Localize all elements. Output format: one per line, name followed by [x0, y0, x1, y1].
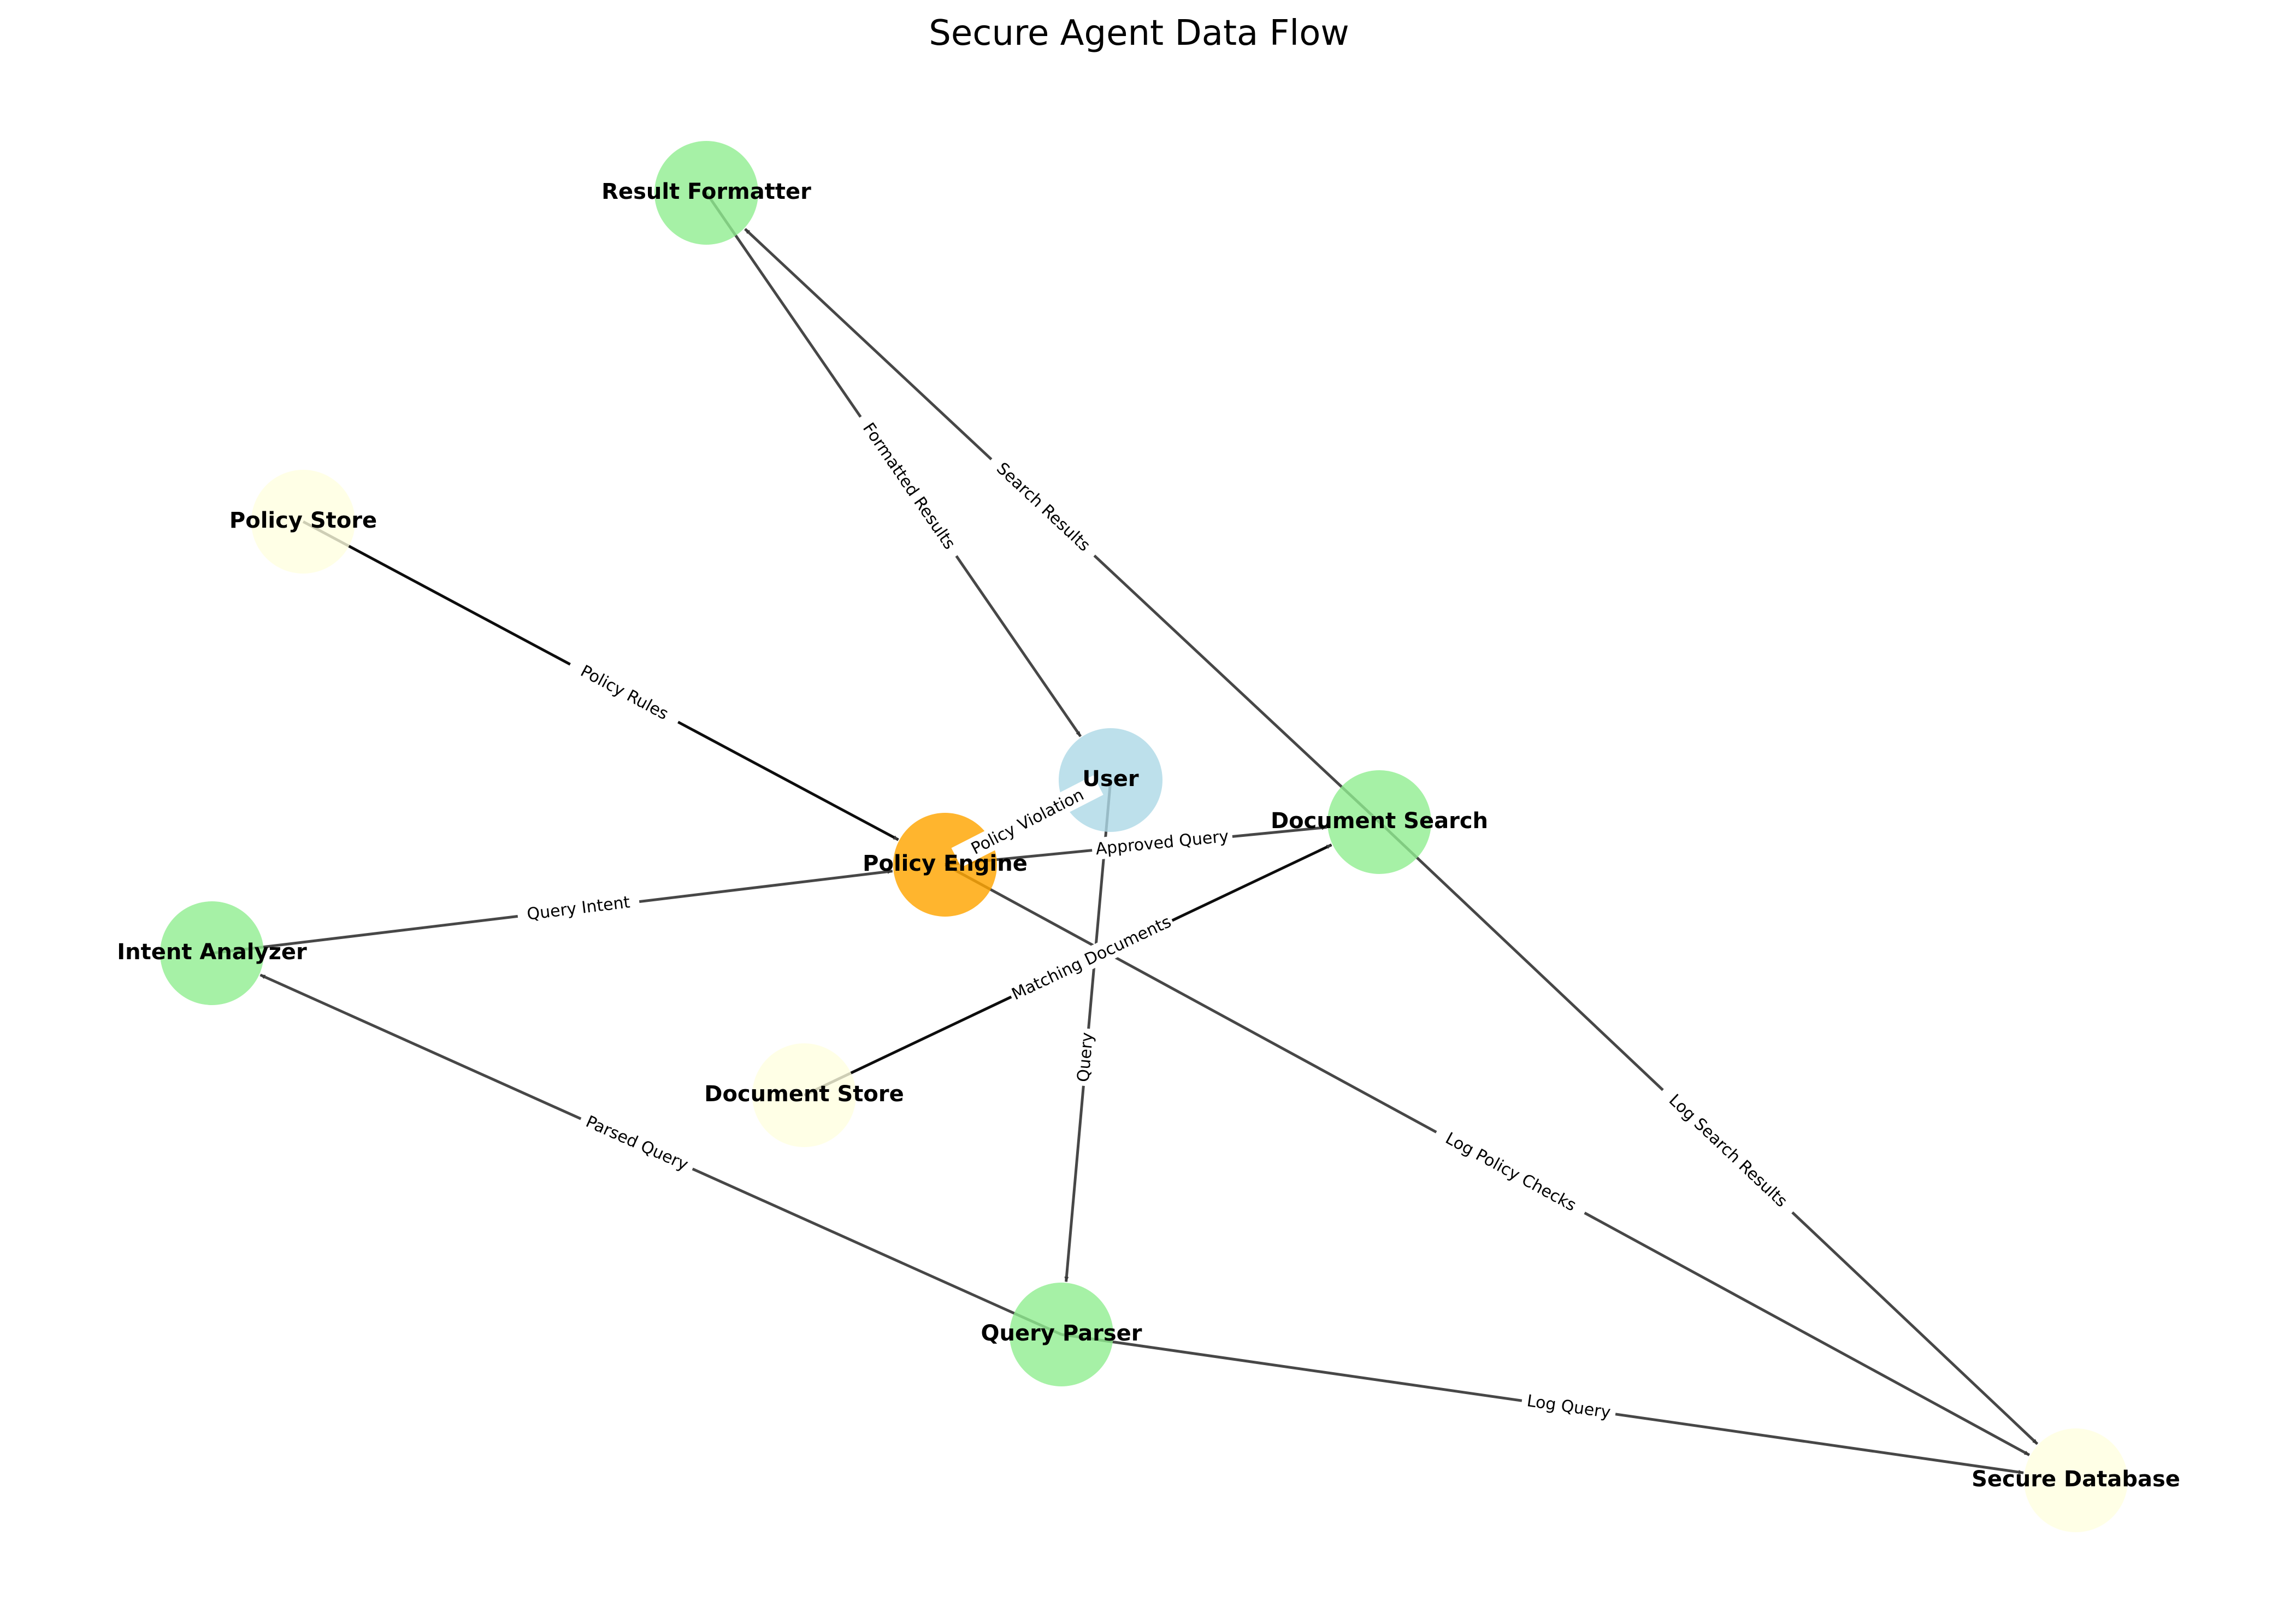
edge-label-background: [1520, 1389, 1618, 1424]
edge-label-background: [1090, 824, 1234, 860]
edge-label-background: [1431, 1121, 1591, 1222]
edge-label-background: [576, 1108, 698, 1178]
edge-label-background: [852, 410, 966, 562]
edge-label: Formatted Results: [859, 420, 959, 553]
node-result_formatter: [654, 141, 758, 245]
node-label-result_formatter: Result Formatter: [601, 179, 811, 204]
node-label-query_parser: Query Parser: [981, 1321, 1142, 1346]
node-label-policy_engine: Policy Engine: [863, 851, 1028, 876]
edge-label: Log Policy Checks: [1442, 1129, 1579, 1215]
node-label-secure_database: Secure Database: [1972, 1467, 2180, 1492]
node-label-document_store: Document Store: [704, 1082, 904, 1107]
edge-label-background: [951, 775, 1103, 868]
node-user: [1059, 728, 1162, 832]
edge-label-group: Log Policy Checks: [1431, 1121, 1591, 1222]
edge-label: Parsed Query: [583, 1112, 691, 1174]
edge-label-group: Formatted Results: [852, 410, 966, 562]
edge-label-background: [984, 450, 1103, 563]
node-query_parser: [1010, 1283, 1113, 1386]
edge-label: Query: [1074, 1031, 1097, 1083]
node-document_search: [1327, 770, 1431, 874]
edges-layer: [211, 192, 2039, 1474]
nodes-layer: [160, 141, 2128, 1532]
edge-label-group: Search Results: [984, 450, 1103, 563]
node-document_store: [752, 1043, 856, 1147]
node-label-document_search: Document Search: [1271, 808, 1488, 834]
edge-label: Policy Violation: [968, 785, 1087, 858]
node-label-user: User: [1082, 766, 1138, 792]
edge-label-background: [1006, 910, 1177, 1006]
edge-label-group: Parsed Query: [576, 1108, 698, 1178]
node-label-intent_analyzer: Intent Analyzer: [117, 940, 307, 965]
edge-label-group: Query Intent: [516, 889, 641, 926]
edge-label: Log Search Results: [1665, 1090, 1791, 1211]
edge-label-group: Log Query: [1520, 1389, 1618, 1424]
edge-label-group: Log Search Results: [1656, 1081, 1801, 1220]
edge-label-group: Query: [1071, 1027, 1099, 1087]
edge-label-background: [565, 653, 684, 731]
node-label-policy_store: Policy Store: [229, 508, 377, 533]
node-policy_store: [251, 470, 355, 574]
edge-label: Search Results: [993, 459, 1094, 555]
edge-label-group: Policy Rules: [565, 653, 684, 731]
edge-label: Policy Rules: [577, 662, 671, 724]
edge-label-background: [516, 889, 641, 926]
edge-label-background: [1656, 1081, 1801, 1220]
diagram-title: Secure Agent Data Flow: [929, 13, 1349, 54]
node-secure_database: [2024, 1428, 2128, 1532]
node-intent_analyzer: [160, 901, 264, 1005]
edge-label-background: [1071, 1027, 1099, 1087]
